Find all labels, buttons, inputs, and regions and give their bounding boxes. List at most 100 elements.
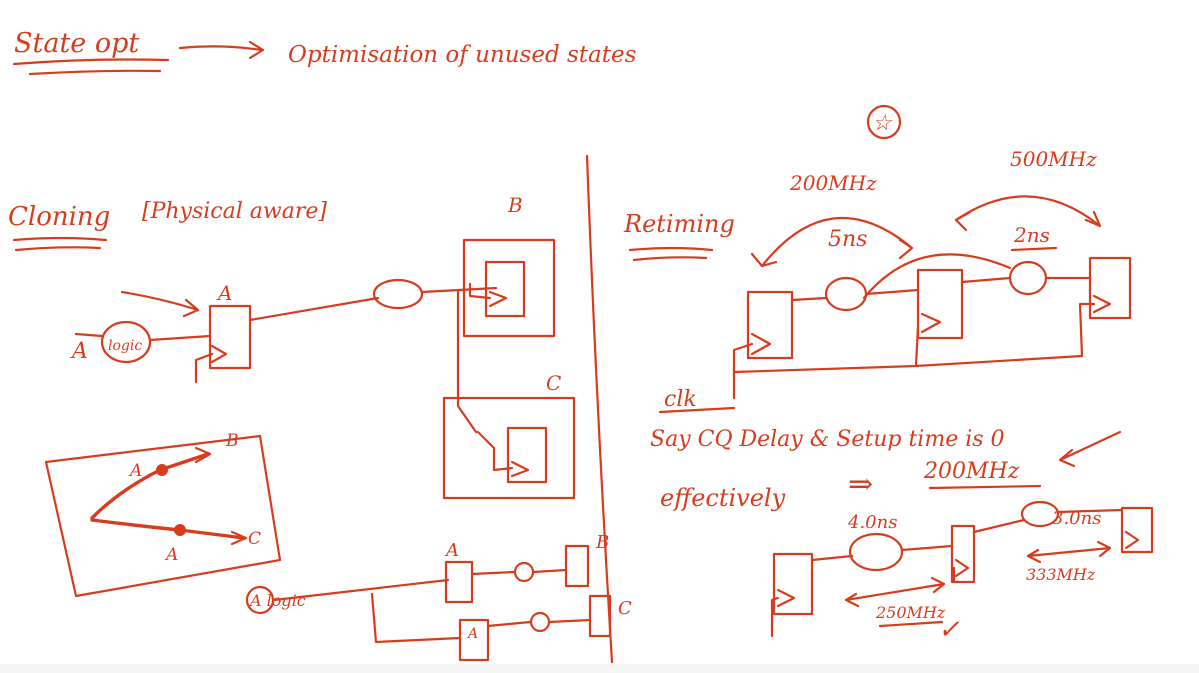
ff-c-label: C bbox=[546, 371, 561, 395]
heading-arrow bbox=[178, 40, 265, 60]
span-arrow-333 bbox=[1026, 540, 1112, 564]
freq-333-label: 333MHz bbox=[1026, 565, 1096, 584]
inset-a-bottom: A bbox=[164, 545, 178, 565]
ff-c-clock-wedge bbox=[510, 460, 530, 478]
bottom-upper-to-b-wire bbox=[531, 568, 568, 574]
buffer-bubble bbox=[372, 278, 424, 310]
input-a-label: A bbox=[70, 339, 88, 364]
inset-a-top: A bbox=[128, 461, 142, 481]
freq-500-label: 500MHz bbox=[1010, 147, 1097, 171]
bottom-a-lower-label: A bbox=[466, 626, 478, 642]
delay-2ns-label: 2ns bbox=[1013, 223, 1050, 247]
retiming-title: Retiming bbox=[623, 210, 735, 238]
rt2-ff-1 bbox=[772, 552, 814, 616]
span-arrow-250 bbox=[844, 576, 946, 608]
result-underline bbox=[928, 484, 1042, 490]
physical-aware-text: [Physical aware] bbox=[142, 199, 327, 224]
rt2-logic2-out-wire bbox=[1056, 508, 1124, 514]
rt-logic1-out-wire bbox=[864, 288, 920, 296]
bottom-lower-buffer bbox=[529, 611, 551, 633]
result-pointer-arrow bbox=[1058, 430, 1122, 468]
effectively-arrow: ⇒ bbox=[848, 467, 873, 502]
inset-arrow-c bbox=[230, 530, 248, 546]
cloning-title-underline bbox=[12, 236, 108, 242]
delay-4ns-label: 4.0ns bbox=[847, 512, 897, 533]
rt2-ff-3-wedge bbox=[1124, 530, 1140, 550]
ff-a-output-wire bbox=[248, 296, 380, 322]
ff-a-box bbox=[208, 304, 252, 370]
state-opt-underline-2 bbox=[28, 69, 162, 76]
bottom-upper-out-wire bbox=[470, 570, 516, 576]
star-circle bbox=[866, 104, 902, 140]
input-a-wire bbox=[74, 332, 104, 338]
ff-a-label: A bbox=[216, 281, 232, 305]
inset-c: C bbox=[248, 529, 261, 549]
rt-ff2-out-wire bbox=[960, 276, 1012, 284]
logic-to-ff-a-wire bbox=[148, 334, 212, 342]
ff-c-clock-wire bbox=[476, 430, 514, 472]
rt2-clock-net bbox=[770, 566, 956, 638]
result-200mhz: 200MHz bbox=[923, 459, 1020, 484]
inset-wire-to-b bbox=[90, 452, 210, 520]
inset-node-c bbox=[174, 524, 186, 536]
ff-b-label: B bbox=[507, 193, 523, 217]
star-icon: ☆ bbox=[872, 111, 893, 136]
section-divider bbox=[585, 154, 614, 664]
inset-box bbox=[44, 434, 282, 598]
bottom-upper-buffer bbox=[513, 561, 535, 583]
logic-label: logic bbox=[108, 338, 142, 354]
ff-b-clock-wedge bbox=[488, 290, 508, 308]
branch-to-c-wire bbox=[456, 288, 478, 434]
rt2-logic-1 bbox=[848, 532, 904, 572]
ff-a-clock-wire bbox=[194, 352, 214, 384]
bottom-b-label: B bbox=[595, 532, 609, 553]
ff-c-outer-box bbox=[442, 396, 576, 500]
delay-2ns-underline bbox=[1010, 246, 1058, 252]
bottom-ff-b bbox=[564, 544, 590, 588]
rt-logic-1 bbox=[824, 276, 868, 312]
inset-arrow-b bbox=[194, 446, 212, 464]
state-opt-text: State opt bbox=[14, 28, 139, 59]
logic-bubble bbox=[100, 320, 152, 364]
bottom-lower-out-wire bbox=[486, 620, 532, 628]
effectively-label: effectively bbox=[660, 484, 786, 512]
bottom-ff-a-lower bbox=[458, 618, 490, 662]
ff-b-outer-box bbox=[462, 238, 556, 338]
arc-500mhz bbox=[954, 195, 1102, 228]
ff-b-box bbox=[484, 260, 526, 318]
retiming-title-underline bbox=[628, 246, 714, 252]
inset-wire-to-c bbox=[90, 518, 246, 540]
footer-bar bbox=[0, 664, 1199, 673]
check-mark: ✓ bbox=[938, 615, 960, 645]
freq-250-underline bbox=[878, 620, 944, 628]
rt2-logic-2 bbox=[1020, 500, 1060, 528]
rt-logic-2 bbox=[1008, 260, 1048, 296]
ff-c-box bbox=[506, 426, 548, 484]
bottom-main-wire bbox=[272, 578, 450, 602]
rt-ff1-out-wire bbox=[790, 296, 828, 302]
arc-500mhz-tail bbox=[954, 210, 972, 232]
clk-label: clk bbox=[664, 387, 697, 412]
rt2-ff1-out-wire bbox=[810, 554, 854, 562]
inset-b: B bbox=[225, 431, 239, 451]
ff-a-clock-wedge bbox=[210, 344, 228, 364]
bottom-c-label: C bbox=[618, 598, 632, 619]
rt-ff-1-wedge bbox=[750, 332, 772, 356]
rt2-ff-2-wedge bbox=[954, 558, 970, 578]
arc-200mhz-tail bbox=[750, 252, 778, 268]
pointer-arrow-a bbox=[120, 290, 200, 318]
bottom-branch-wire bbox=[370, 592, 462, 644]
rt2-ff2-out-wire bbox=[972, 518, 1026, 534]
rt-clock-net bbox=[732, 302, 1096, 400]
retiming-title-underline-2 bbox=[632, 256, 708, 262]
rt2-ff-3 bbox=[1120, 506, 1154, 554]
arc-retime-over bbox=[862, 253, 1012, 300]
rt-ff-3-wedge bbox=[1092, 294, 1112, 314]
bottom-a-upper-label: A bbox=[444, 540, 459, 561]
note-line-1: Say CQ Delay & Setup time is 0 bbox=[650, 427, 1005, 452]
cloning-title: Cloning bbox=[8, 202, 110, 232]
bottom-lower-to-c-wire bbox=[547, 618, 592, 624]
rt-ff-2 bbox=[916, 268, 964, 340]
rt-ff-1 bbox=[746, 290, 794, 360]
